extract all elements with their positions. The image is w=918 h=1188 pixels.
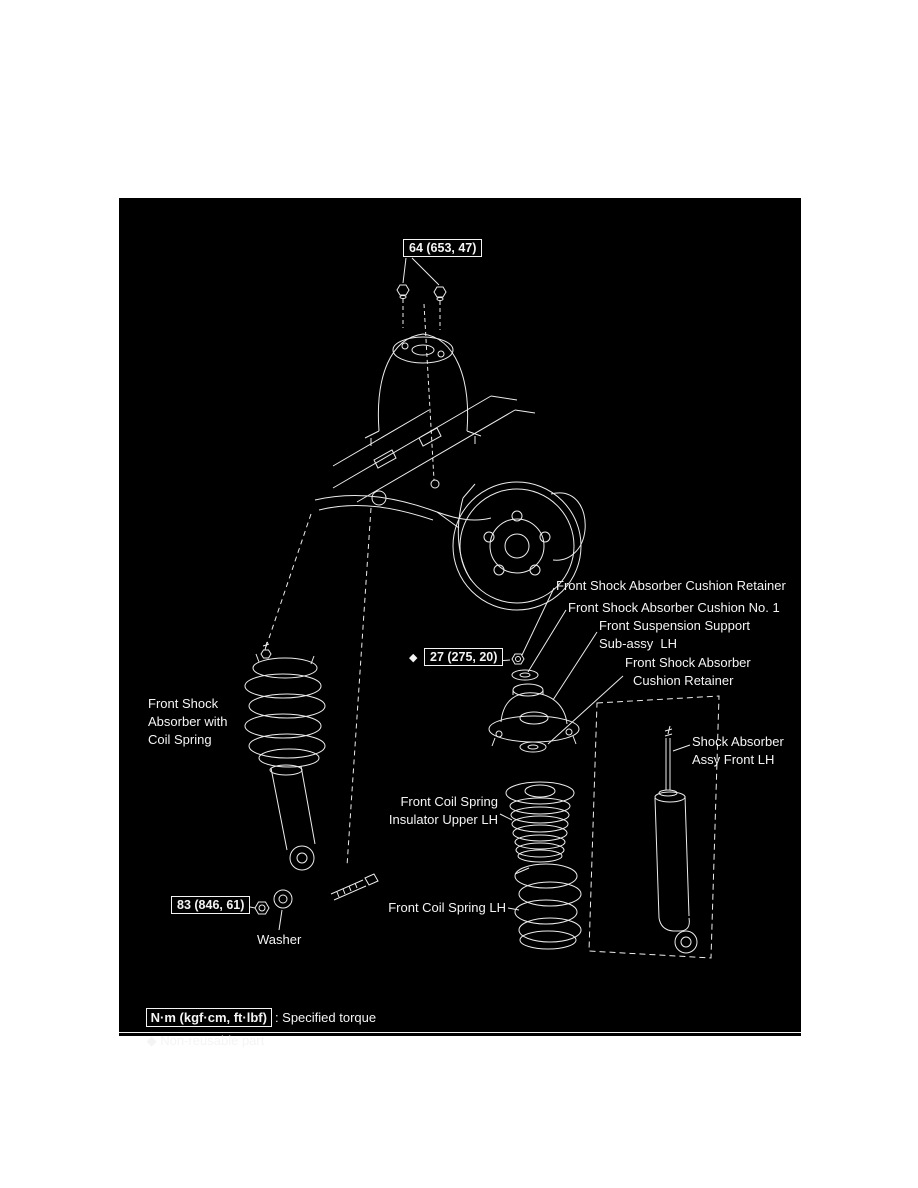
label-insulator-line2: Insulator Upper LH: [388, 812, 498, 827]
label-cushion-no1: Front Shock Absorber Cushion No. 1: [568, 600, 780, 615]
torque-callout-upper: 64 (653, 47): [403, 239, 483, 257]
torque-units-meaning: : Specified torque: [274, 1010, 377, 1025]
legend-torque-row: N·m (kgf·cm, ft·lbf): Specified torque: [124, 993, 376, 1042]
insulator-boot-art: [505, 781, 575, 863]
label-insulator-line1: Front Coil Spring: [400, 794, 498, 809]
torque-leader-lines: [402, 257, 440, 286]
front-suspension-diagram: 64 (653, 47) ◆ 27 (275, 20) 83 (846, 61)…: [119, 198, 801, 1048]
label-washer: Washer: [257, 932, 302, 947]
control-arm-art: [314, 479, 492, 581]
label-strut-line1: Front Shock: [148, 696, 219, 711]
label-suspension-support-line2: Sub-assy LH: [599, 636, 678, 651]
bottom-rule: [119, 1032, 801, 1033]
label-strut-line2: Absorber with: [148, 714, 228, 729]
non-reusable-legend-diamond-icon: ◆: [146, 1033, 157, 1048]
coil-spring-art: [514, 863, 582, 950]
label-cushion-retainer-upper: Front Shock Absorber Cushion Retainer: [556, 578, 786, 593]
label-shock-assy-line1: Shock Absorber: [692, 734, 784, 749]
label-cushion-retainer-lower-line1: Front Shock Absorber: [625, 655, 751, 670]
frame-rail-art: [332, 395, 536, 503]
mount-stack-art: [488, 653, 580, 753]
brake-disc-art: [452, 481, 586, 611]
label-shock-assy-line2: Assy Front LH: [692, 752, 775, 767]
label-strut-line3: Coil Spring: [148, 732, 212, 747]
strut-assembly-art: [244, 641, 326, 871]
suspension-tower-art: [364, 333, 482, 446]
label-coil-spring: Front Coil Spring LH: [388, 900, 506, 915]
non-reusable-legend-text: Non-reusable part: [156, 1033, 265, 1048]
legend-nonreusable-row: ◆ Non-reusable part: [125, 1018, 265, 1064]
torque-units-box: N·m (kgf·cm, ft·lbf): [145, 1008, 272, 1027]
shock-absorber-art: [588, 695, 720, 959]
bolt-washer-art: [254, 873, 379, 915]
diagram-line-art: [244, 257, 720, 959]
torque-callout-lower: 83 (846, 61): [171, 896, 251, 914]
label-suspension-support-line1: Front Suspension Support: [599, 618, 751, 633]
label-cushion-retainer-lower-line2: Cushion Retainer: [633, 673, 734, 688]
torque-callout-mid: 27 (275, 20): [424, 648, 504, 666]
label-leader-lines: [249, 587, 691, 931]
mount-nuts-art: [396, 284, 447, 481]
dashed-leader-lines: [264, 507, 372, 867]
non-reusable-diamond-icon: ◆: [409, 652, 418, 664]
